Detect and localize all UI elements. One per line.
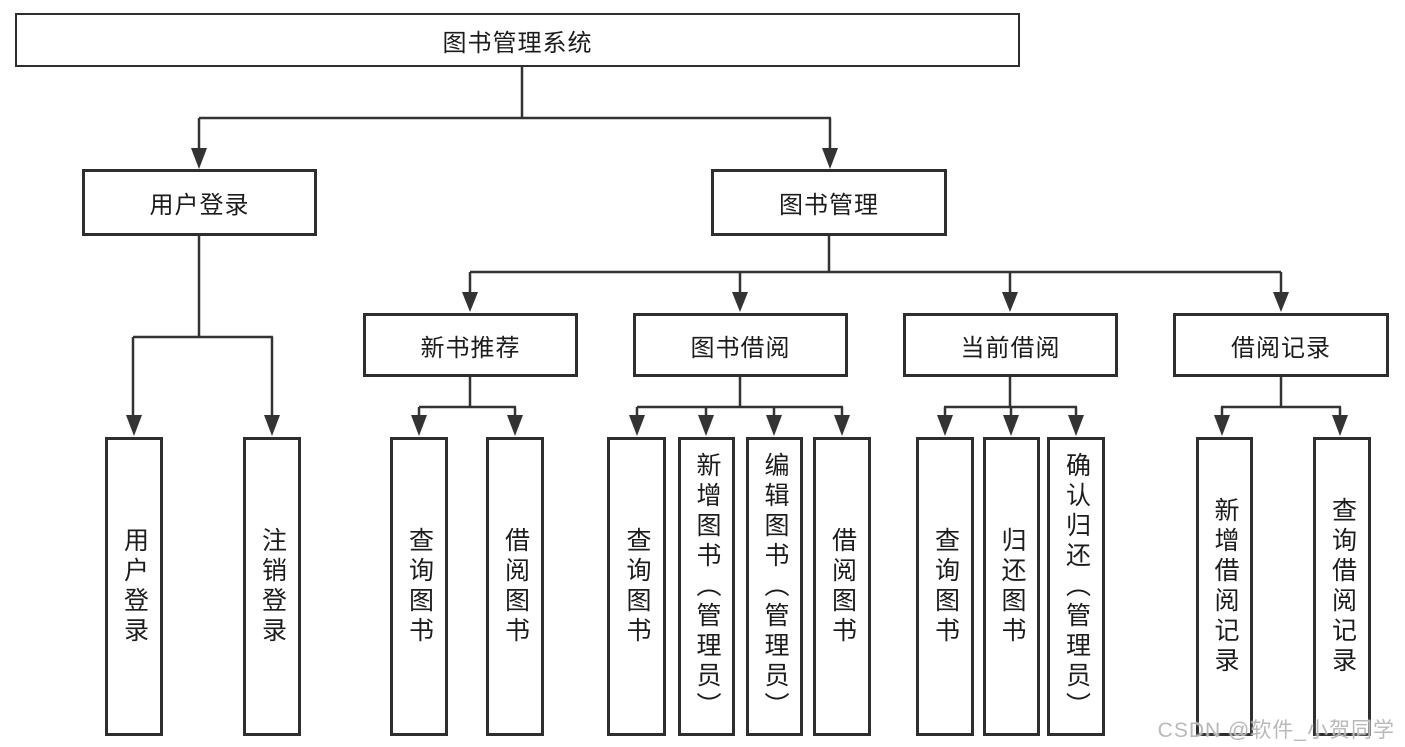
leaf-borrow-books-2: 借阅图书 bbox=[813, 437, 871, 736]
csdn-watermark: CSDN @软件_小贺同学 bbox=[1157, 719, 1395, 742]
leaf-query-borrow-record: 查询借阅记录 bbox=[1313, 437, 1371, 736]
leaf-label: 查询借阅记录 bbox=[1328, 496, 1357, 677]
node-book-borrow: 图书借阅 bbox=[633, 313, 848, 377]
leaf-label: 用户登录 bbox=[120, 526, 149, 647]
leaf-confirm-return-admin: 确认归还（管理员） bbox=[1047, 437, 1105, 736]
leaf-edit-books-admin: 编辑图书（管理员） bbox=[746, 437, 803, 736]
leaf-label: 确认归还（管理员） bbox=[1062, 451, 1091, 722]
leaf-label: 新增图书（管理员） bbox=[693, 451, 721, 722]
leaf-label: 借阅图书 bbox=[501, 526, 530, 647]
leaf-label: 查询图书 bbox=[405, 526, 434, 647]
leaf-logout: 注销登录 bbox=[243, 437, 301, 736]
leaf-borrow-books-1: 借阅图书 bbox=[486, 437, 544, 736]
leaf-label: 编辑图书（管理员） bbox=[761, 451, 789, 722]
leaf-label: 注销登录 bbox=[258, 526, 287, 647]
leaf-return-books: 归还图书 bbox=[983, 437, 1040, 736]
arrowheads bbox=[126, 148, 1348, 436]
leaf-label: 查询图书 bbox=[623, 526, 651, 647]
leaf-query-books-2: 查询图书 bbox=[607, 437, 666, 736]
leaf-user-login: 用户登录 bbox=[105, 437, 163, 736]
leaf-add-borrow-record: 新增借阅记录 bbox=[1196, 437, 1253, 736]
leaf-add-books-admin: 新增图书（管理员） bbox=[678, 437, 735, 736]
leaf-label: 借阅图书 bbox=[828, 526, 857, 647]
node-user-login-group: 用户登录 bbox=[82, 169, 317, 236]
node-borrow-records: 借阅记录 bbox=[1173, 313, 1389, 377]
node-root: 图书管理系统 bbox=[15, 13, 1020, 67]
connector-paths bbox=[131, 66, 1342, 419]
leaf-label: 新增借阅记录 bbox=[1211, 496, 1239, 677]
leaf-label: 归还图书 bbox=[998, 526, 1026, 647]
leaf-label: 查询图书 bbox=[931, 526, 960, 647]
node-new-book-recommend: 新书推荐 bbox=[363, 313, 578, 377]
node-book-management: 图书管理 bbox=[711, 169, 947, 236]
node-current-borrow: 当前借阅 bbox=[903, 313, 1118, 377]
leaf-query-books-3: 查询图书 bbox=[916, 437, 974, 736]
leaf-query-books-1: 查询图书 bbox=[390, 437, 448, 736]
